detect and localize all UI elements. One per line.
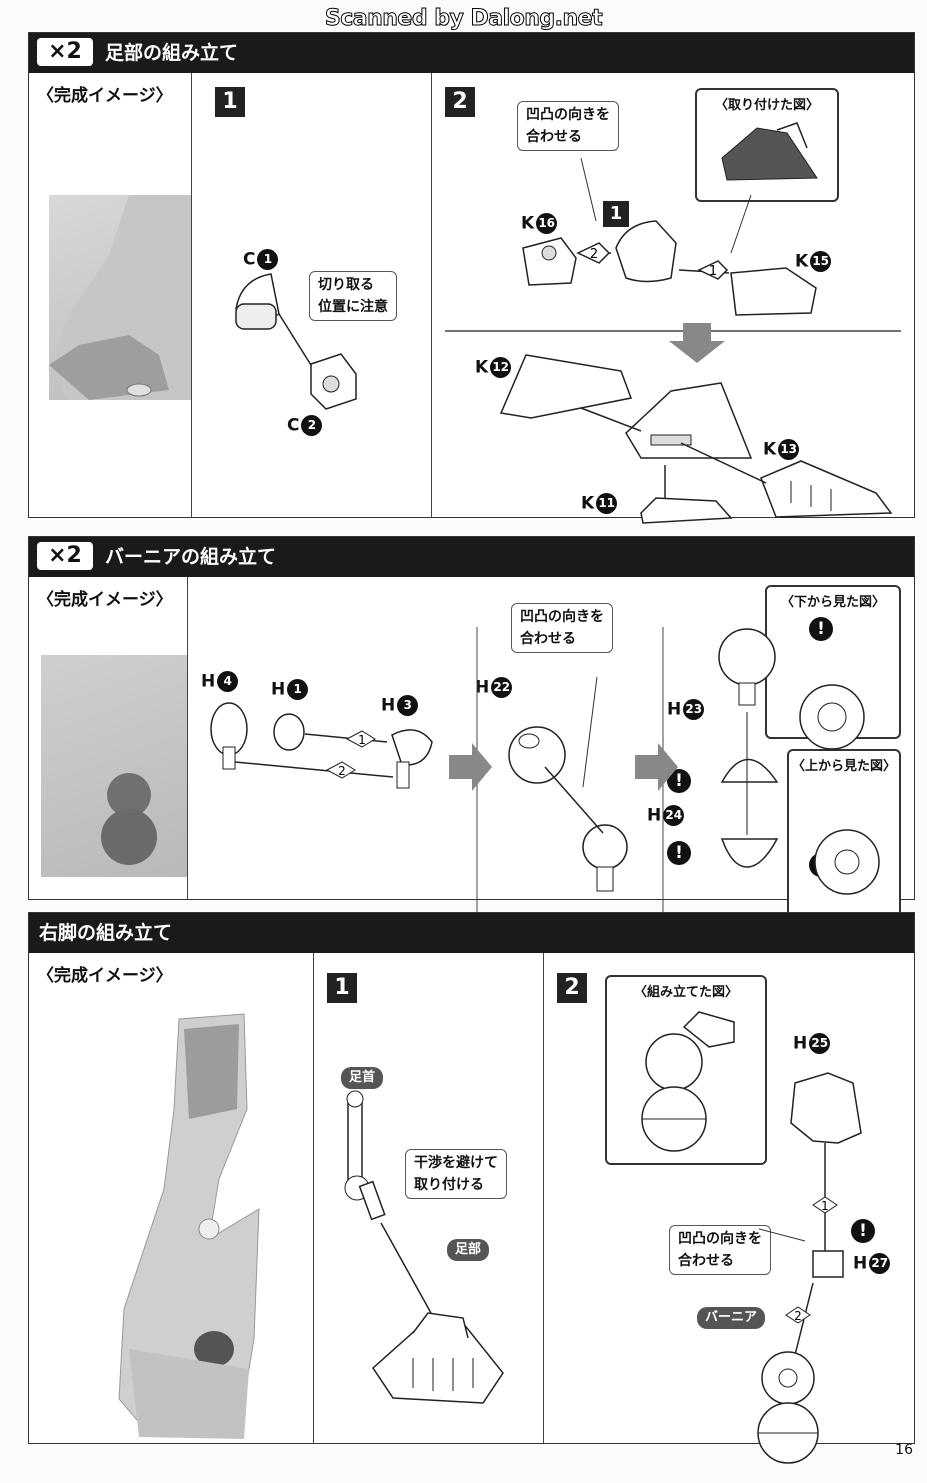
step-1-column: 1 足首 足部 干渉を避けて取り付ける	[313, 953, 544, 1443]
part-c1-c2-drawing	[235, 273, 357, 410]
step-number: 1	[327, 973, 357, 1003]
callout-cut-position: 切り取る位置に注意	[309, 271, 397, 321]
vernier-drawing: 1 2	[210, 627, 880, 927]
step-number: 2	[557, 973, 587, 1003]
callout-align-notch: 凹凸の向きを合わせる	[511, 603, 613, 653]
section-header: 右脚の組み立て	[29, 913, 914, 953]
step-2-drawing: 2 1	[445, 157, 901, 524]
completed-image-column: 〈完成イメージ〉	[29, 953, 314, 1443]
warning-icon: !	[809, 617, 833, 641]
step-number: 2	[445, 87, 475, 117]
order-1-label: 1	[358, 733, 366, 747]
order-2-label: 2	[794, 1309, 802, 1323]
page-number: 16	[895, 1442, 913, 1458]
tag-foot: 足部	[447, 1239, 490, 1261]
inset-title: 〈上から見た図〉	[791, 759, 896, 774]
callout-align-notch: 凹凸の向きを合わせる	[517, 101, 619, 151]
section-title: 右脚の組み立て	[39, 922, 173, 944]
inset-title: 〈取り付けた図〉	[714, 98, 819, 113]
watermark: Scanned by Dalong.net	[324, 6, 603, 32]
multiplier-badge: ×2	[37, 542, 93, 570]
order-1-label: 1	[821, 1199, 829, 1213]
assembled-view-inset: 〈組み立てた図〉	[605, 975, 767, 1165]
order-2-label: 2	[590, 247, 598, 262]
right-leg-photo-shape	[118, 1013, 260, 1439]
section-title: 足部の組み立て	[105, 42, 239, 64]
completed-image-column: 〈完成イメージ〉	[29, 73, 192, 517]
step-number: 1	[215, 87, 245, 117]
multiplier-badge: ×2	[37, 38, 93, 66]
attached-view-inset: 〈取り付けた図〉	[695, 88, 839, 202]
section-right-leg-assembly: 右脚の組み立て 〈完成イメージ〉 1 足首 足部 干渉を避けて取り付ける	[28, 912, 915, 1464]
order-2-label: 2	[338, 764, 346, 778]
inset-title: 〈下から見た図〉	[780, 595, 885, 610]
warning-icon: !	[667, 841, 691, 865]
assembled-view-drawing	[641, 1011, 735, 1152]
step-2-drawing: 1 2	[757, 1072, 862, 1464]
order-1-label: 1	[709, 264, 717, 279]
tag-vernier: バーニア	[697, 1307, 766, 1329]
callout-align-notch: 凹凸の向きを合わせる	[669, 1225, 771, 1275]
warning-icon: !	[851, 1219, 875, 1243]
completed-image-column: 〈完成イメージ〉	[29, 577, 188, 899]
completed-image-label: 〈完成イメージ〉	[37, 966, 173, 986]
ankle-foot-drawing	[344, 1090, 504, 1404]
callout-avoid-interference: 干渉を避けて取り付ける	[405, 1149, 507, 1199]
vernier-photo-shape	[101, 773, 157, 865]
section-header: ×2 足部の組み立て	[29, 33, 914, 73]
tag-ankle: 足首	[341, 1067, 384, 1089]
section-title: バーニアの組み立て	[105, 546, 277, 568]
foot-photo-shape	[49, 195, 191, 400]
inset-title: 〈組み立てた図〉	[633, 985, 738, 1000]
inner-step-number: 1	[603, 201, 629, 227]
completed-image-label: 〈完成イメージ〉	[37, 590, 173, 610]
completed-image-label: 〈完成イメージ〉	[37, 86, 173, 106]
attached-view-drawing	[721, 122, 818, 181]
section-header: ×2 バーニアの組み立て	[29, 537, 914, 577]
